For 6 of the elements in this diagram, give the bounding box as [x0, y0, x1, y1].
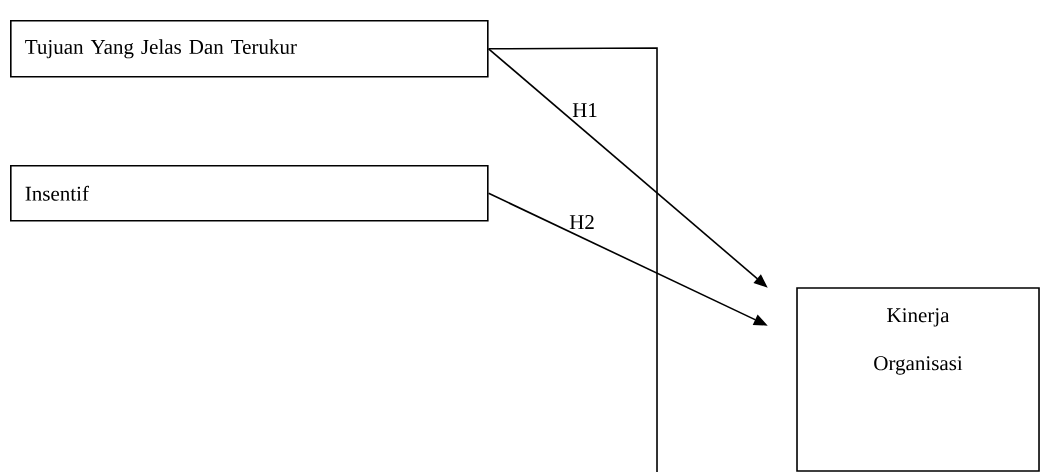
- edge-label: H1: [571, 102, 599, 118]
- variable-box: Kinerja Organisasi: [796, 287, 1040, 472]
- connector-line: [487, 47, 658, 472]
- variable-box: Tujuan Yang Jelas Dan Terukur: [10, 20, 489, 78]
- edge-label: H2: [568, 214, 596, 230]
- variable-box: Insentif: [10, 165, 489, 222]
